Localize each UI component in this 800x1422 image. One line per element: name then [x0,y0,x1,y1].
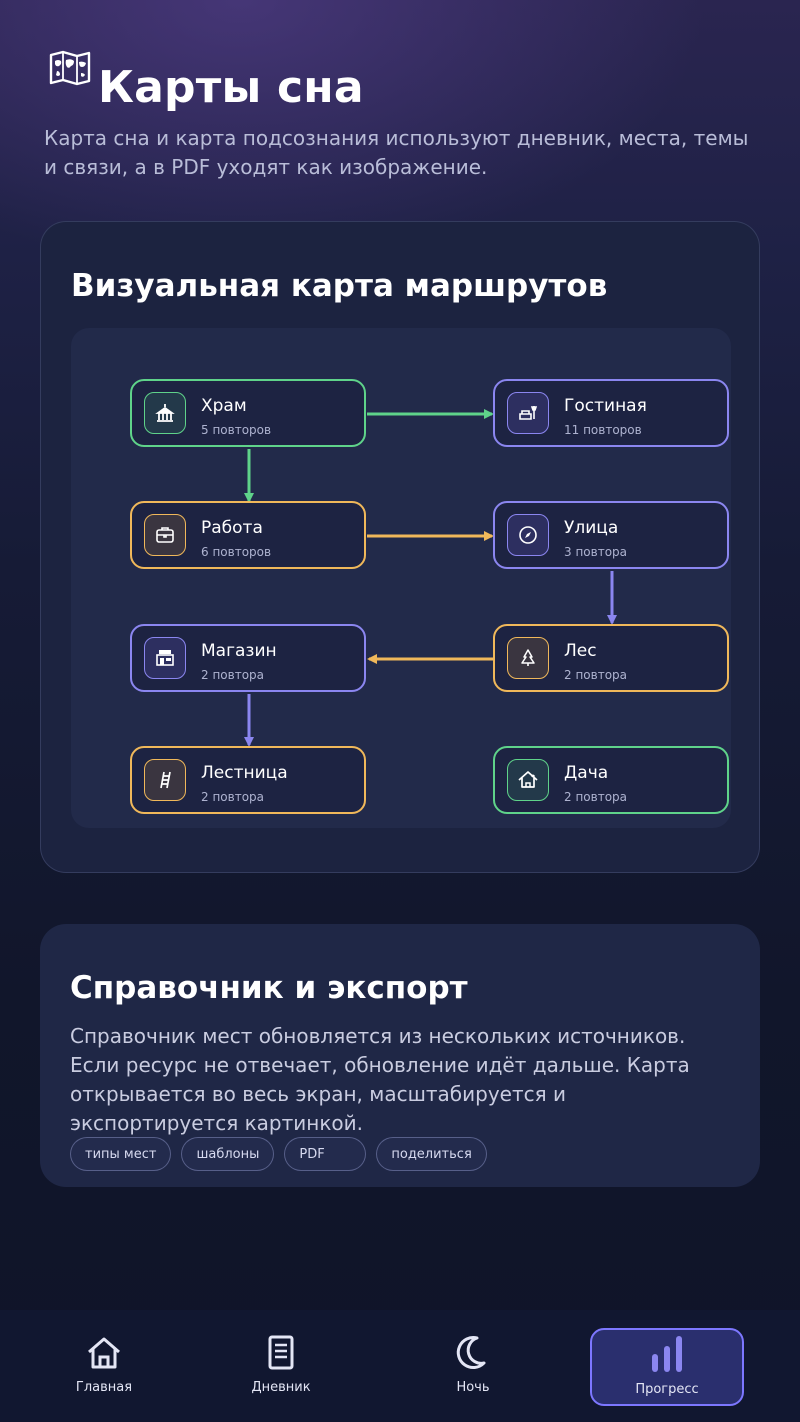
store-icon [144,637,186,679]
map-node-store[interactable]: Магазин 2 повтора [130,624,366,692]
node-name: Магазин [201,641,277,661]
node-name: Улица [564,518,619,538]
chip-place-types[interactable]: типы мест [70,1137,172,1171]
node-name: Гостиная [564,396,647,416]
map-node-ladder[interactable]: Лестница 2 повтора [130,746,366,814]
world-map-icon [49,50,91,86]
temple-icon [144,392,186,434]
node-count: 2 повтора [564,790,628,804]
nav-journal[interactable]: Дневник [204,1328,358,1406]
reference-export-card: Справочник и экспорт Справочник мест обн… [40,924,760,1187]
page-subtitle: Карта сна и карта подсознания используют… [44,126,749,179]
ladder-icon [144,759,186,801]
chip-pdf[interactable]: PDF [284,1137,367,1171]
cottage-icon [507,759,549,801]
node-count: 3 повтора [564,545,628,559]
node-count: 2 повтора [201,790,265,804]
nav-label: Дневник [251,1380,311,1395]
page-header: Карты сна Карта сна и карта подсознания … [44,44,756,182]
node-count: 5 повторов [201,423,272,437]
chip-row: типы мест шаблоны PDF поделиться [70,1137,487,1171]
node-name: Дача [564,763,609,783]
journal-icon [268,1335,294,1370]
nav-label: Главная [75,1380,133,1395]
node-count: 2 повтора [201,668,265,682]
bar-chart-icon [652,1336,682,1372]
page-title: Карты сна [98,62,364,113]
node-count: 6 повторов [201,545,272,559]
node-name: Лес [564,641,597,661]
nav-label: Прогресс [635,1382,699,1397]
node-name: Работа [201,518,263,538]
map-node-temple[interactable]: Храм 5 повторов [130,379,366,447]
route-map-canvas[interactable]: Храм 5 повторов Гостиная 11 повторов Раб… [71,328,731,828]
chip-share[interactable]: поделиться [376,1137,487,1171]
tree-icon [507,637,549,679]
moon-icon [456,1336,486,1370]
nav-label: Ночь [456,1380,490,1395]
reference-description: Справочник мест обновляется из нескольки… [70,1024,690,1135]
map-node-street[interactable]: Улица 3 повтора [493,501,729,569]
nav-progress[interactable]: Прогресс [590,1328,744,1406]
node-count: 2 повтора [564,668,628,682]
map-node-forest[interactable]: Лес 2 повтора [493,624,729,692]
route-map-card: Визуальная карта маршрутов [40,221,760,873]
map-node-living-room[interactable]: Гостиная 11 повторов [493,379,729,447]
briefcase-icon [144,514,186,556]
home-icon [88,1337,120,1369]
node-name: Лестница [201,763,288,783]
title-row: Карты сна [44,44,756,120]
node-count: 11 повторов [564,423,642,437]
compass-icon [507,514,549,556]
living-room-icon [507,392,549,434]
route-map-title: Визуальная карта маршрутов [71,268,608,304]
reference-title: Справочник и экспорт [70,970,468,1006]
bottom-navigation: Главная Дневник Ночь Прогресс [0,1310,800,1422]
route-connections [244,409,617,747]
nav-home[interactable]: Главная [27,1328,181,1406]
nav-night[interactable]: Ночь [396,1328,550,1406]
map-node-cottage[interactable]: Дача 2 повтора [493,746,729,814]
map-node-work[interactable]: Работа 6 повторов [130,501,366,569]
node-name: Храм [201,396,247,416]
chip-templates[interactable]: шаблоны [181,1137,275,1171]
